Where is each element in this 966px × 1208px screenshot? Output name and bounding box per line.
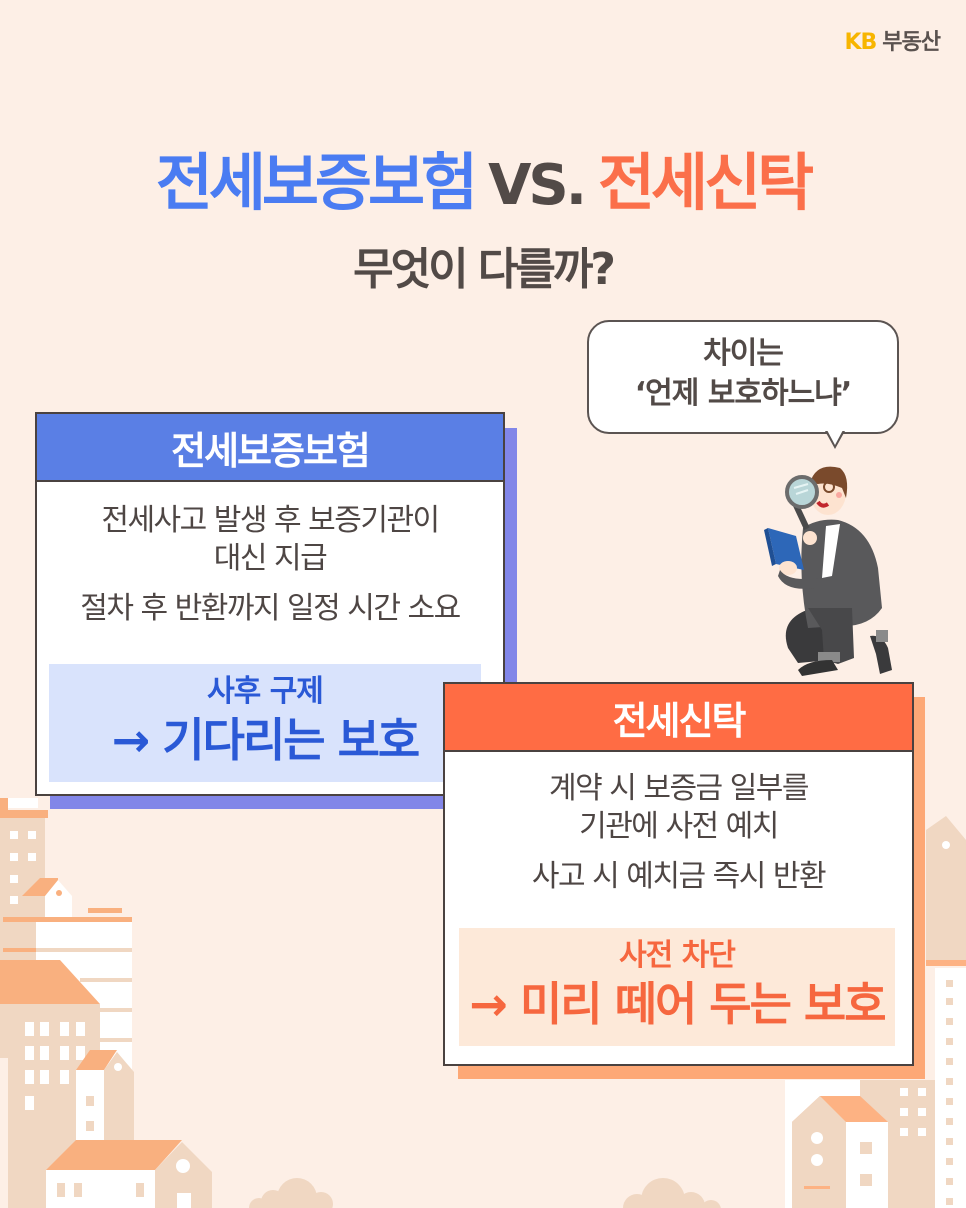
cloud-left-icon [249, 1178, 333, 1208]
cloud-right-icon [623, 1178, 721, 1208]
title-jeonse-insurance: 전세보증보험 [155, 146, 478, 219]
speech-bubble-tail-fill [827, 430, 843, 445]
city-buildings-left-illustration [0, 798, 212, 1208]
insurance-card-body: 전세사고 발생 후 보증기관이 대신 지급 절차 후 반환까지 일정 시간 소요 [37, 502, 503, 628]
speech-bubble-line1: 차이는 [703, 336, 784, 371]
trust-highlight-summary: → 미리 떼어 두는 보호 [469, 977, 886, 1031]
speech-bubble: 차이는 ‘언제 보호하느냐’ [587, 320, 899, 434]
insurance-highlight-label: 사후 구제 [207, 674, 324, 709]
city-buildings-right-illustration [785, 816, 966, 1208]
title-vs: VS. [488, 153, 587, 218]
trust-card-title: 전세신탁 [445, 684, 912, 752]
trust-desc-extra: 사고 시 예치금 즉시 반환 [531, 859, 827, 894]
page-subtitle: 무엇이 다를까? [353, 244, 616, 295]
trust-card-body: 계약 시 보증금 일부를 기관에 사전 예치 사고 시 예치금 즉시 반환 [445, 770, 912, 896]
trust-highlight-box: 사전 차단 → 미리 떼어 두는 보호 [459, 928, 895, 1046]
insurance-desc-line2: 대신 지급 [213, 541, 328, 576]
insurance-desc-extra: 절차 후 반환까지 일정 시간 소요 [80, 591, 461, 626]
insurance-highlight-summary: → 기다리는 보호 [111, 713, 421, 767]
logo-kb: KB [844, 30, 877, 55]
insurance-card: 전세보증보험 전세사고 발생 후 보증기관이 대신 지급 절차 후 반환까지 일… [35, 412, 505, 796]
insurance-card-title: 전세보증보험 [37, 414, 503, 482]
trust-highlight-label: 사전 차단 [619, 938, 736, 973]
speech-bubble-line2: ‘언제 보호하느냐’ [634, 376, 852, 411]
trust-desc-line2: 기관에 사전 예치 [579, 809, 779, 844]
insurance-highlight-box: 사후 구제 → 기다리는 보호 [49, 664, 481, 782]
person-magnifying-glass-icon [764, 466, 892, 676]
kb-real-estate-logo: KB 부동산 [844, 24, 941, 56]
trust-card: 전세신탁 계약 시 보증금 일부를 기관에 사전 예치 사고 시 예치금 즉시 … [443, 682, 914, 1066]
trust-desc-line1: 계약 시 보증금 일부를 [548, 771, 810, 806]
title-jeonse-trust: 전세신탁 [598, 146, 814, 219]
insurance-desc-line1: 전세사고 발생 후 보증기관이 [101, 503, 440, 538]
logo-name: 부동산 [882, 30, 941, 55]
